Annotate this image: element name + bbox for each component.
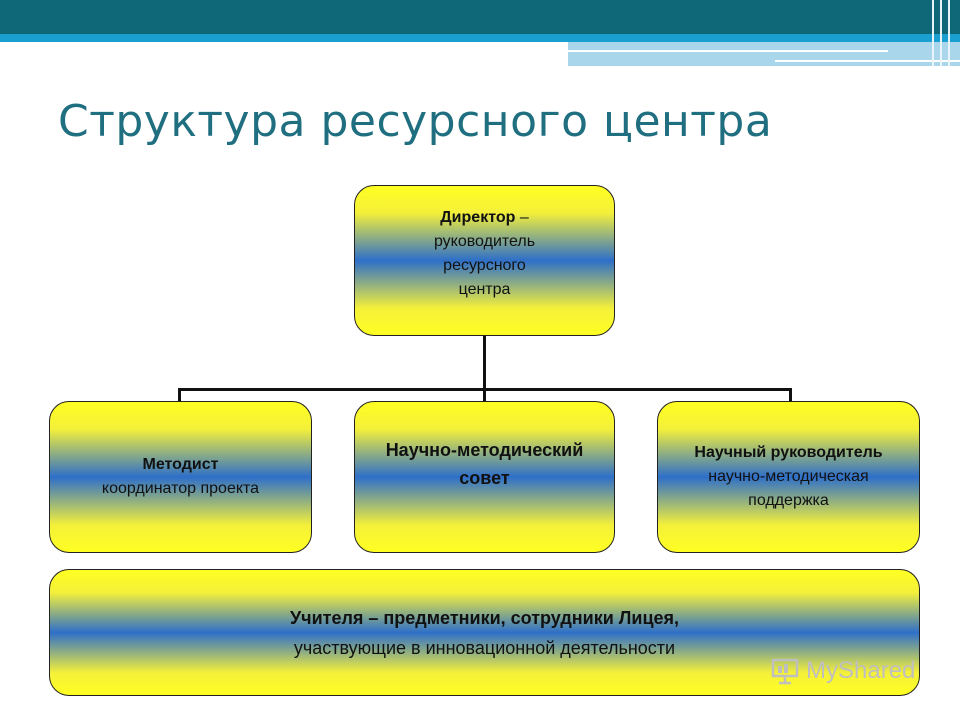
teachers-subtitle: участвующие в инновационной деятельности (293, 637, 676, 658)
header-bar (0, 0, 960, 34)
director-dash: – (515, 209, 529, 226)
council-title: Научно-методический (385, 440, 584, 460)
connector-center (483, 388, 486, 402)
methodist-box: Методист координатор проекта (49, 401, 312, 553)
watermark: MyShared (770, 656, 915, 686)
connector-vertical (483, 335, 486, 390)
council-title-line2: совет (459, 468, 510, 488)
supervisor-line: научно-методическая (708, 468, 869, 485)
council-box: Научно-методический совет (354, 401, 615, 553)
methodist-title: Методист (142, 456, 219, 473)
supervisor-title: Научный руководитель (694, 444, 883, 461)
methodist-subtitle: координатор проекта (101, 480, 260, 497)
director-line: центра (458, 281, 511, 298)
director-line: ресурсного (443, 257, 526, 274)
supervisor-line: поддержка (748, 492, 829, 509)
header-stripe (940, 0, 942, 66)
presentation-icon (770, 656, 800, 686)
header-stripe (948, 0, 950, 66)
director-title: Директор (440, 209, 516, 226)
connector-right (789, 388, 792, 402)
director-box: Директор – руководитель ресурсного центр… (354, 185, 615, 336)
header-accent-bar (0, 34, 960, 42)
supervisor-box: Научный руководитель научно-методическая… (657, 401, 920, 553)
header-stripe (932, 0, 934, 66)
teachers-title: Учителя – предметники, сотрудники Лицея, (289, 607, 680, 628)
header-light-bar (568, 42, 960, 66)
director-line: руководитель (433, 233, 536, 250)
header-divider-line (568, 50, 888, 52)
slide-title: Структура ресурсного центра (58, 96, 773, 147)
watermark-text: MyShared (806, 657, 916, 684)
connector-left (178, 388, 181, 402)
header-divider-line (775, 60, 960, 62)
